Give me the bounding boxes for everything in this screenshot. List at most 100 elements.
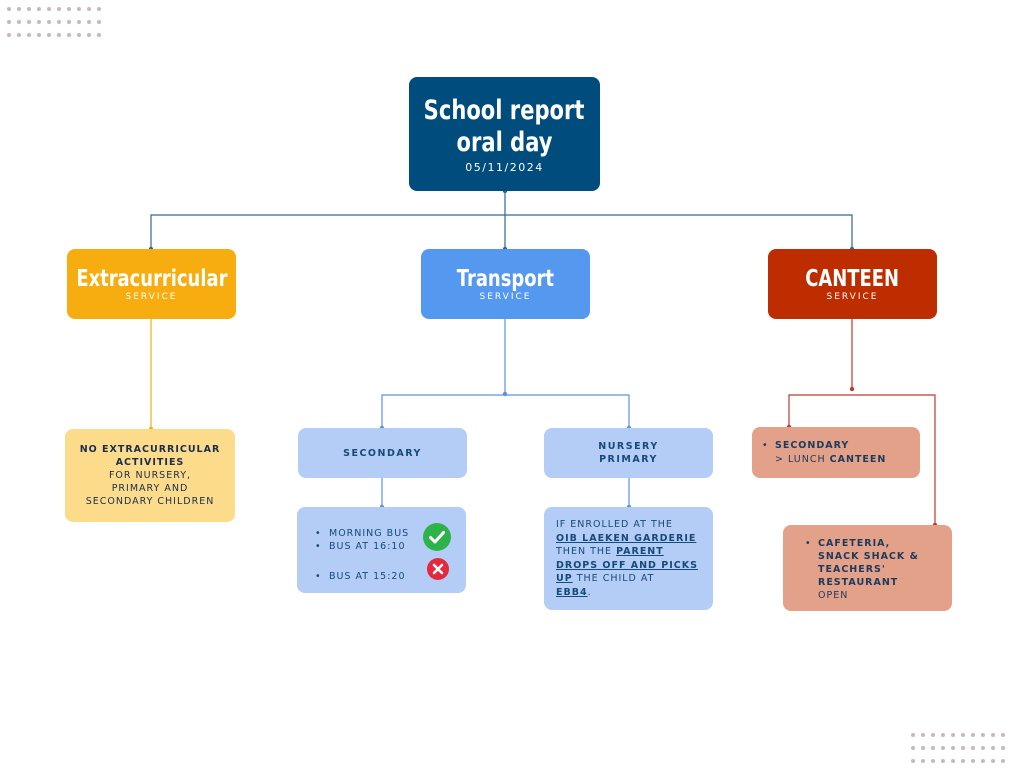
decor-dot: [1001, 733, 1005, 737]
decor-dot: [27, 7, 31, 11]
decor-dot: [77, 33, 81, 37]
service-sub: SERVICE: [125, 292, 178, 302]
decor-dot: [87, 7, 91, 11]
bus-item: MORNING BUS: [315, 527, 409, 540]
service-name: Extracurricular: [75, 266, 228, 292]
decor-dot: [921, 733, 925, 737]
cafeteria-line: TEACHERS': [818, 564, 886, 575]
decor-dot: [17, 20, 21, 24]
decor-dot: [991, 733, 995, 737]
enroll-text: THEN THE: [556, 546, 613, 557]
canteen-lunch-bold: CANTEEN: [829, 453, 887, 465]
bus-item: BUS AT 15:20: [315, 570, 409, 583]
decor-dot: [47, 7, 51, 11]
service-sub: SERVICE: [479, 292, 532, 302]
connector-transport: [381, 319, 630, 507]
decor-dot: [941, 746, 945, 750]
cafeteria-line: CAFETERIA,: [818, 538, 891, 549]
decor-dot: [981, 733, 985, 737]
parent-text: PARENT: [616, 546, 664, 557]
decor-dot: [971, 746, 975, 750]
decor-dot: [67, 7, 71, 11]
decor-dot: [961, 746, 965, 750]
decor-dot: [931, 759, 935, 763]
service-sub: SERVICE: [826, 292, 879, 302]
enroll-text: THE CHILD AT: [576, 573, 655, 584]
root-node: School report oral day 05/11/2024: [409, 77, 600, 191]
canteen-cafeteria-box: CAFETERIA, SNACK SHACK & TEACHERS' RESTA…: [783, 525, 952, 611]
secondary-label: SECONDARY: [343, 447, 422, 459]
decor-dot: [961, 759, 965, 763]
decor-dot: [931, 746, 935, 750]
note-bold-line: NO EXTRACURRICULAR: [79, 444, 221, 455]
decor-dot: [1001, 746, 1005, 750]
decor-dot: [77, 20, 81, 24]
canteen-secondary-label: SECONDARY: [775, 440, 850, 451]
decor-dot: [971, 733, 975, 737]
decor-dot: [911, 733, 915, 737]
decor-dots-bottom-right: [911, 733, 1005, 763]
primary-label: PRIMARY: [599, 454, 658, 465]
decor-dot: [47, 33, 51, 37]
decor-dot: [77, 7, 81, 11]
decor-dot: [87, 20, 91, 24]
decor-dot: [961, 733, 965, 737]
check-icon: [423, 523, 451, 551]
bus-item: BUS AT 16:10: [315, 540, 409, 553]
root-title-line2: oral day: [456, 126, 553, 158]
garderie-link: OIB LAEKEN GARDERIE: [556, 532, 697, 544]
transport-secondary-node: SECONDARY: [298, 428, 467, 478]
decor-dot: [37, 33, 41, 37]
extracurricular-service-node: Extracurricular SERVICE: [67, 249, 236, 319]
transport-service-node: Transport SERVICE: [421, 249, 590, 319]
node-dot: [502, 391, 508, 397]
decor-dot: [17, 7, 21, 11]
cafeteria-line: RESTAURANT: [818, 577, 899, 588]
decor-dot: [1001, 759, 1005, 763]
enroll-period: .: [587, 586, 592, 598]
enroll-text: IF ENROLLED AT THE: [556, 519, 673, 530]
decor-dots-top-left: [7, 7, 101, 37]
note-line: SECONDARY CHILDREN: [85, 496, 215, 507]
cafeteria-line: SNACK SHACK &: [818, 551, 919, 562]
decor-dot: [97, 20, 101, 24]
decor-dot: [7, 20, 11, 24]
decor-dot: [991, 759, 995, 763]
enrollment-info-box: IF ENROLLED AT THE OIB LAEKEN GARDERIE T…: [544, 507, 713, 610]
decor-dot: [47, 20, 51, 24]
decor-dot: [27, 20, 31, 24]
decor-dot: [87, 33, 91, 37]
decor-dot: [27, 33, 31, 37]
decor-dot: [37, 7, 41, 11]
decor-dot: [911, 746, 915, 750]
decor-dot: [67, 20, 71, 24]
decor-dot: [97, 7, 101, 11]
decor-dot: [97, 33, 101, 37]
decor-dot: [941, 759, 945, 763]
root-date: 05/11/2024: [465, 160, 544, 174]
decor-dot: [37, 20, 41, 24]
dropoff-text: DROPS OFF AND PICKS: [556, 559, 698, 571]
ebb4-text: EBB4: [556, 586, 588, 598]
decor-dot: [7, 33, 11, 37]
decor-dot: [921, 746, 925, 750]
note-line: FOR NURSERY,: [108, 470, 192, 481]
connector-canteen: [788, 319, 936, 525]
root-title-line1: School report: [424, 94, 585, 126]
cafeteria-open: OPEN: [818, 590, 849, 601]
decor-dot: [951, 733, 955, 737]
service-name: Transport: [456, 266, 555, 292]
decor-dot: [57, 33, 61, 37]
pickup-text: UP: [556, 573, 573, 584]
service-name: CANTEEN: [805, 266, 900, 292]
decor-dot: [57, 20, 61, 24]
decor-dot: [911, 759, 915, 763]
decor-dot: [921, 759, 925, 763]
bus-schedule-box: MORNING BUS BUS AT 16:10 BUS AT 15:20: [297, 507, 466, 593]
canteen-service-node: CANTEEN SERVICE: [768, 249, 937, 319]
note-line: PRIMARY AND: [111, 483, 189, 494]
cross-icon: [427, 558, 449, 580]
note-bold-line: ACTIVITIES: [115, 457, 185, 468]
decor-dot: [951, 759, 955, 763]
decor-dot: [17, 33, 21, 37]
